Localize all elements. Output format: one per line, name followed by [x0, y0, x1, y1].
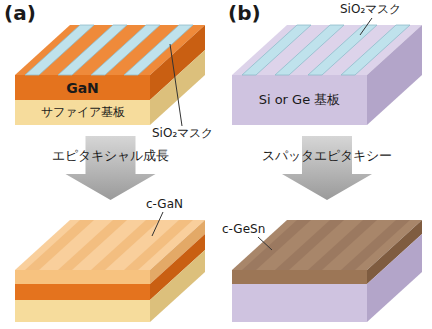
- sapphire-substrate: サファイア基板: [15, 100, 150, 125]
- gan-on-sapphire-block: [15, 25, 205, 125]
- layer-name: サファイア基板: [41, 104, 125, 121]
- si-ge-substrate-block: [232, 25, 422, 125]
- layer-name: GaN: [66, 80, 99, 96]
- panel-label: (a): [4, 2, 36, 25]
- gan-layer: GaN: [15, 75, 150, 100]
- process-arrow: エピタキシャル成長: [47, 136, 174, 200]
- mask-label: SiO₂マスク: [152, 127, 213, 141]
- block-arrow: [257, 136, 397, 200]
- process-label: スパッタエピタキシー: [257, 147, 397, 165]
- leader-lines: [152, 18, 372, 250]
- c-gan-block: [15, 220, 205, 322]
- process-arrow: スパッタエピタキシー: [257, 136, 397, 200]
- layer-label: c-GeSn: [222, 223, 265, 237]
- si-ge-substrate: Si or Ge 基板: [232, 75, 367, 125]
- layer-name: Si or Ge 基板: [259, 91, 341, 109]
- layer-label: c-GaN: [146, 198, 183, 212]
- mask-label: SiO₂マスク: [340, 3, 401, 17]
- process-label: エピタキシャル成長: [47, 147, 174, 165]
- block-arrow: [47, 136, 174, 200]
- panel-label: (b): [228, 2, 261, 25]
